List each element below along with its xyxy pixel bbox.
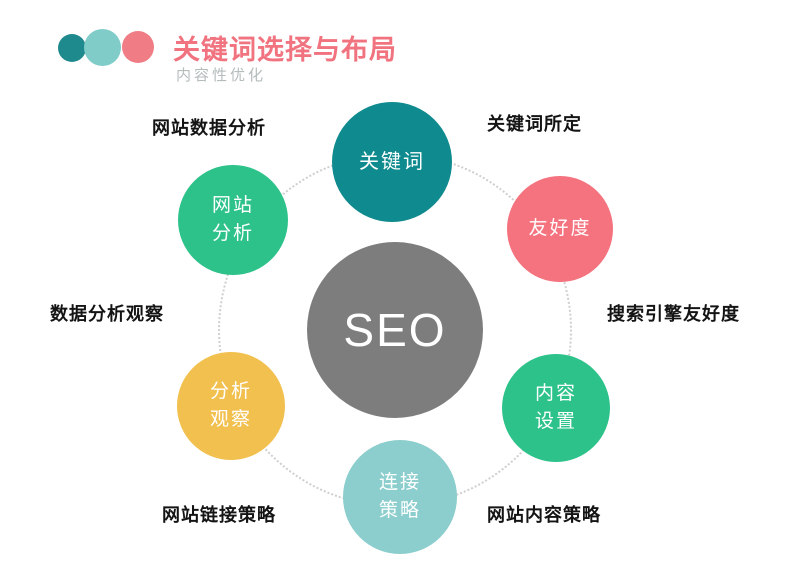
node-website-analysis: 网站 分析: [178, 165, 288, 275]
center-node-seo: SEO: [307, 242, 483, 418]
annotation-data-analysis-observation: 数据分析观察: [50, 304, 164, 324]
annotation-website-link-strategy: 网站链接策略: [162, 505, 276, 525]
node-analysis-observation: 分析 观察: [177, 352, 285, 460]
node-link-strategy: 连接 策略: [343, 440, 457, 554]
page-subtitle: 内容性优化: [176, 67, 267, 84]
logo-teal-dot-icon: [58, 34, 86, 62]
page-title: 关键词选择与布局: [173, 35, 397, 65]
node-friendliness: 友好度: [507, 176, 613, 282]
annotation-website-content-strategy: 网站内容策略: [487, 505, 601, 525]
annotation-keyword-determined: 关键词所定: [487, 114, 582, 134]
logo-pink-dot-icon: [122, 31, 154, 63]
annotation-search-engine-friendliness: 搜索引擎友好度: [607, 304, 740, 324]
node-content-settings: 内容 设置: [502, 354, 610, 462]
node-keyword: 关键词: [332, 102, 452, 222]
logo-light-teal-dot-icon: [84, 29, 121, 66]
annotation-website-data-analysis: 网站数据分析: [152, 118, 266, 138]
